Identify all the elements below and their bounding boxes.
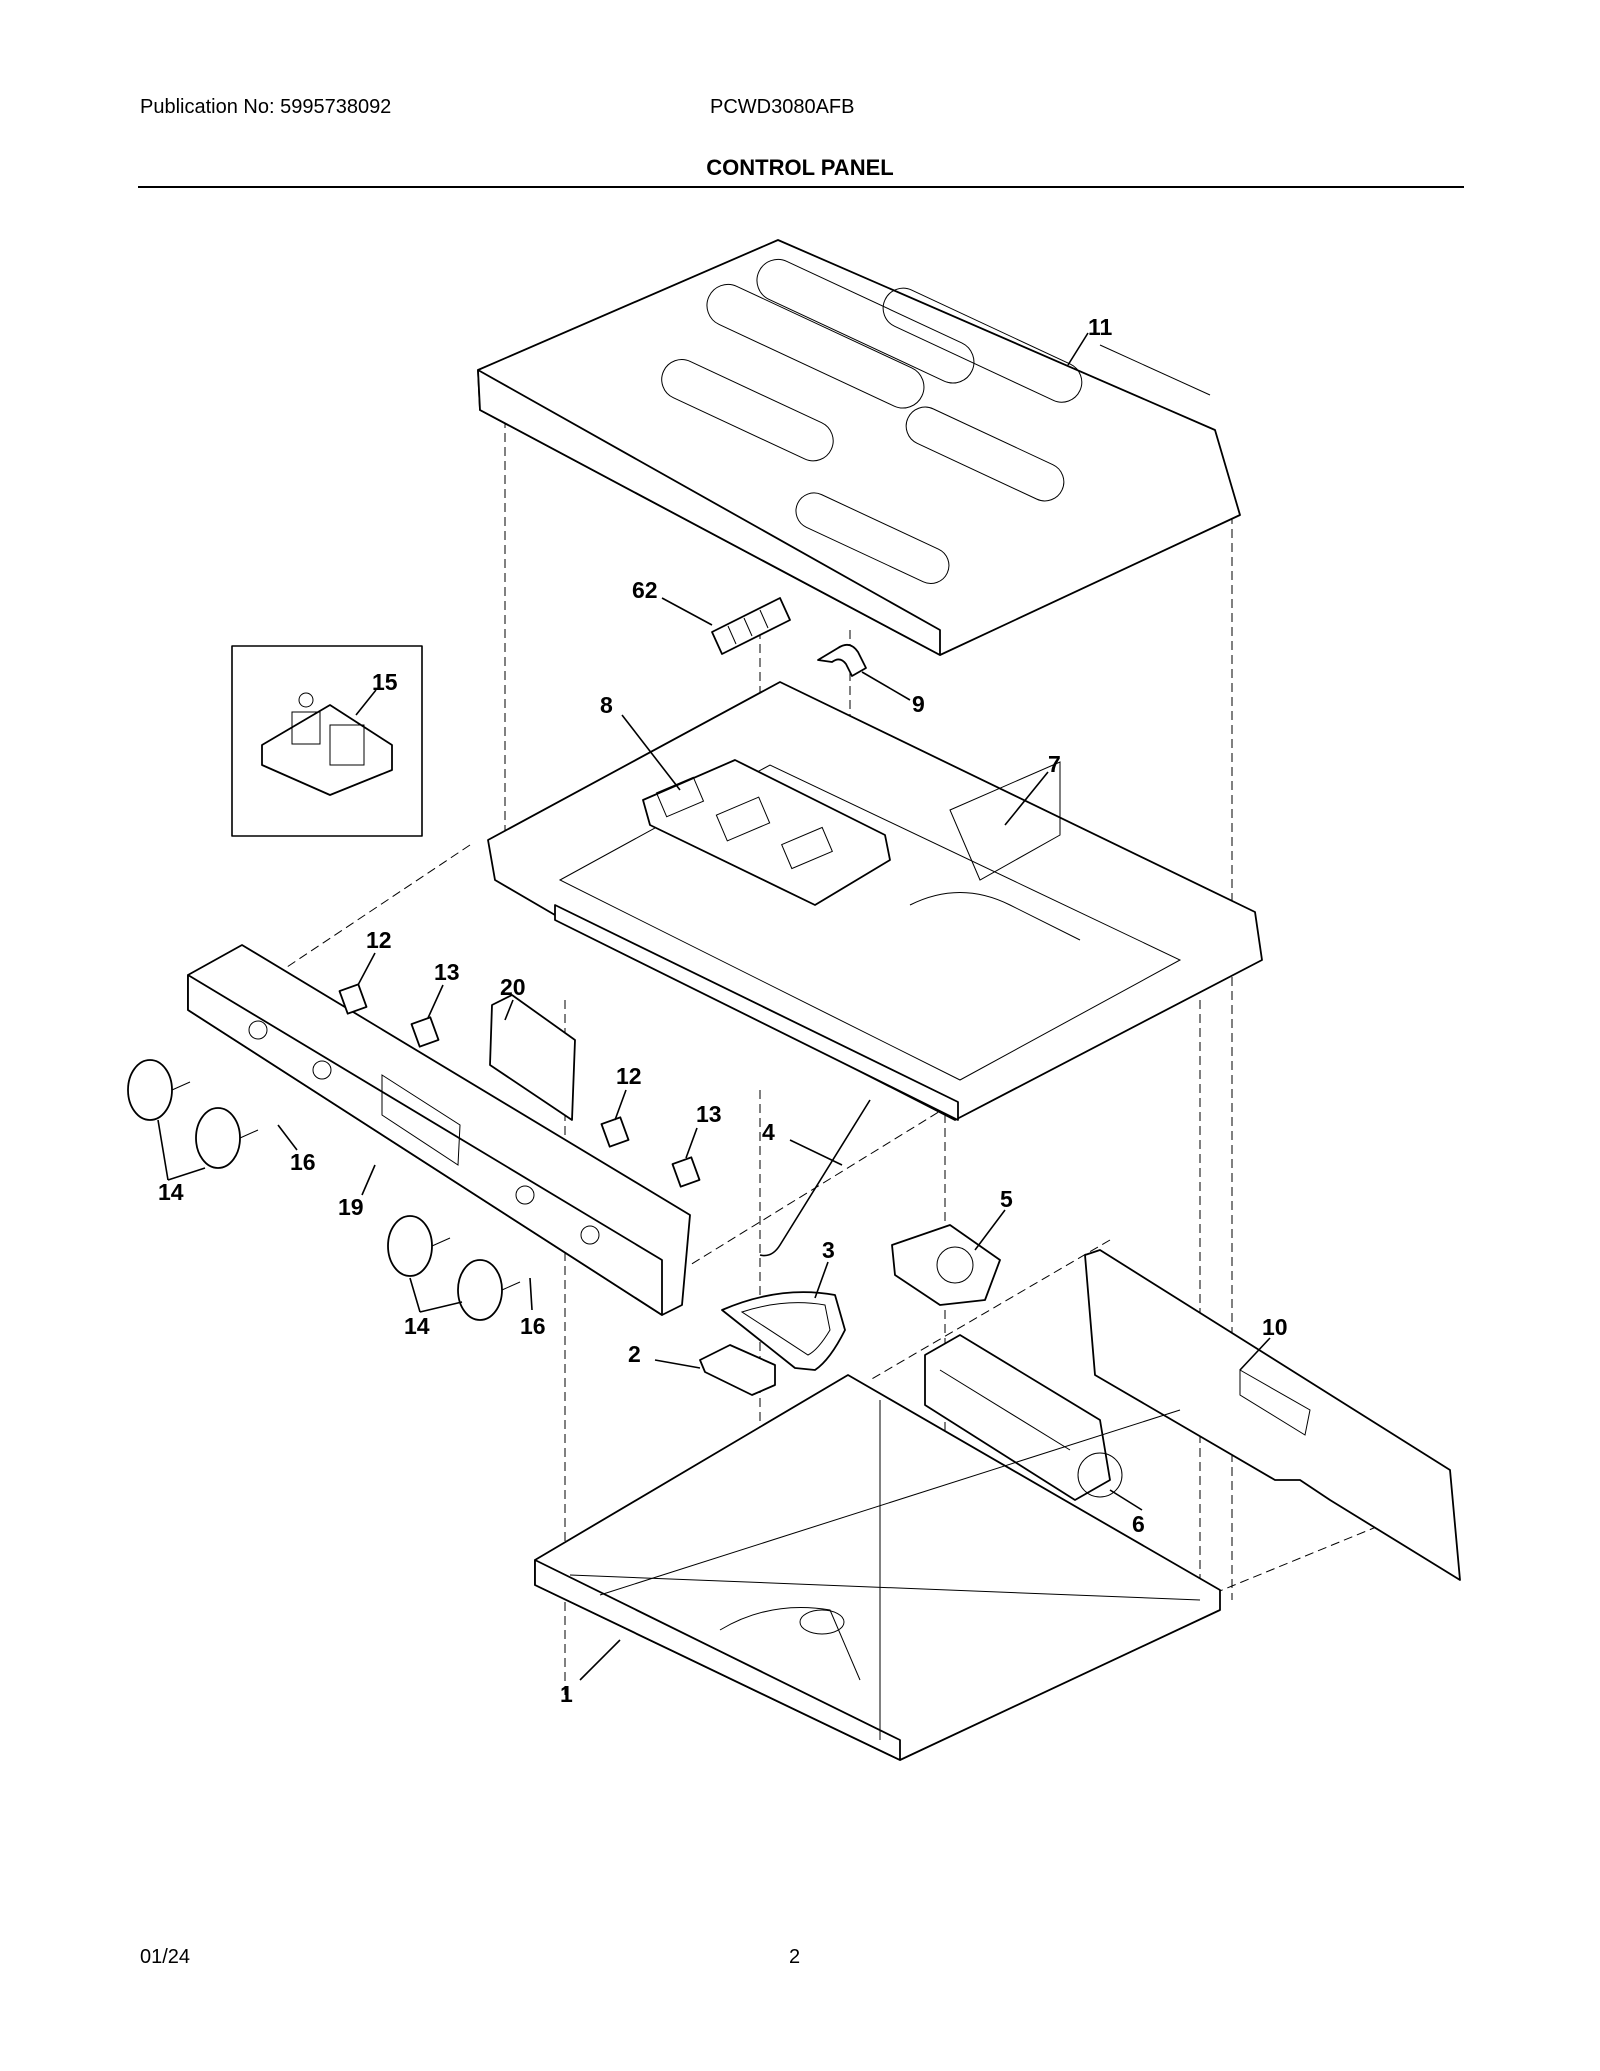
callout-13-lower: 13 [696, 1101, 722, 1127]
callout-11: 11 [1088, 314, 1113, 340]
callout-13-upper: 13 [434, 959, 460, 985]
callout-19: 19 [338, 1194, 364, 1220]
callout-5: 5 [1000, 1186, 1013, 1212]
knob-parts [127, 1059, 521, 1321]
callout-6: 6 [1132, 1511, 1145, 1537]
part-4-wire [759, 1099, 871, 1257]
callout-12-upper: 12 [366, 927, 392, 953]
part-15-inset [231, 645, 423, 837]
part-8-control-board [642, 759, 891, 906]
callout-15: 15 [372, 669, 398, 695]
revision-date: 01/24 [140, 1946, 191, 1968]
part-10-rear-panel [1084, 1249, 1461, 1581]
model-number: PCWD3080AFB [710, 96, 855, 118]
part-6-blower [924, 1334, 1123, 1501]
callout-labels: 11 62 15 8 9 7 12 13 20 12 13 4 16 14 19… [158, 314, 1288, 1707]
callout-12-lower: 12 [616, 1063, 642, 1089]
callout-16-upper: 16 [290, 1149, 316, 1175]
callout-9: 9 [912, 691, 925, 717]
callout-62: 62 [632, 577, 658, 603]
callout-7: 7 [1048, 751, 1061, 777]
callout-2: 2 [628, 1341, 641, 1367]
callout-20: 20 [500, 974, 526, 1000]
callout-3: 3 [822, 1237, 835, 1263]
part-62-connector [711, 597, 791, 655]
part-2-bracket [699, 1344, 776, 1396]
callout-10: 10 [1262, 1314, 1288, 1340]
callout-14-lower: 14 [404, 1313, 430, 1339]
callout-14-upper: 14 [158, 1179, 184, 1205]
switch-parts [338, 983, 701, 1188]
page-title: CONTROL PANEL [706, 155, 894, 180]
part-20-display-board [489, 994, 576, 1121]
part-5-motor [891, 1224, 1001, 1306]
part-9-bracket [817, 643, 867, 677]
part-1-bottom-pan [534, 1374, 1221, 1761]
callout-4: 4 [762, 1119, 775, 1145]
part-19-control-panel [187, 944, 691, 1316]
leader-lines [157, 332, 1271, 1681]
callout-16-lower: 16 [520, 1313, 546, 1339]
part-7-chassis [487, 681, 1263, 1121]
header-rule [138, 186, 1464, 188]
page-number: 2 [789, 1946, 801, 1968]
part-3-gasket [721, 1291, 846, 1371]
part-11-top-panel [477, 239, 1241, 656]
callout-8: 8 [600, 692, 613, 718]
publication-number: Publication No: 5995738092 [140, 96, 392, 118]
callout-1: 1 [560, 1681, 573, 1707]
